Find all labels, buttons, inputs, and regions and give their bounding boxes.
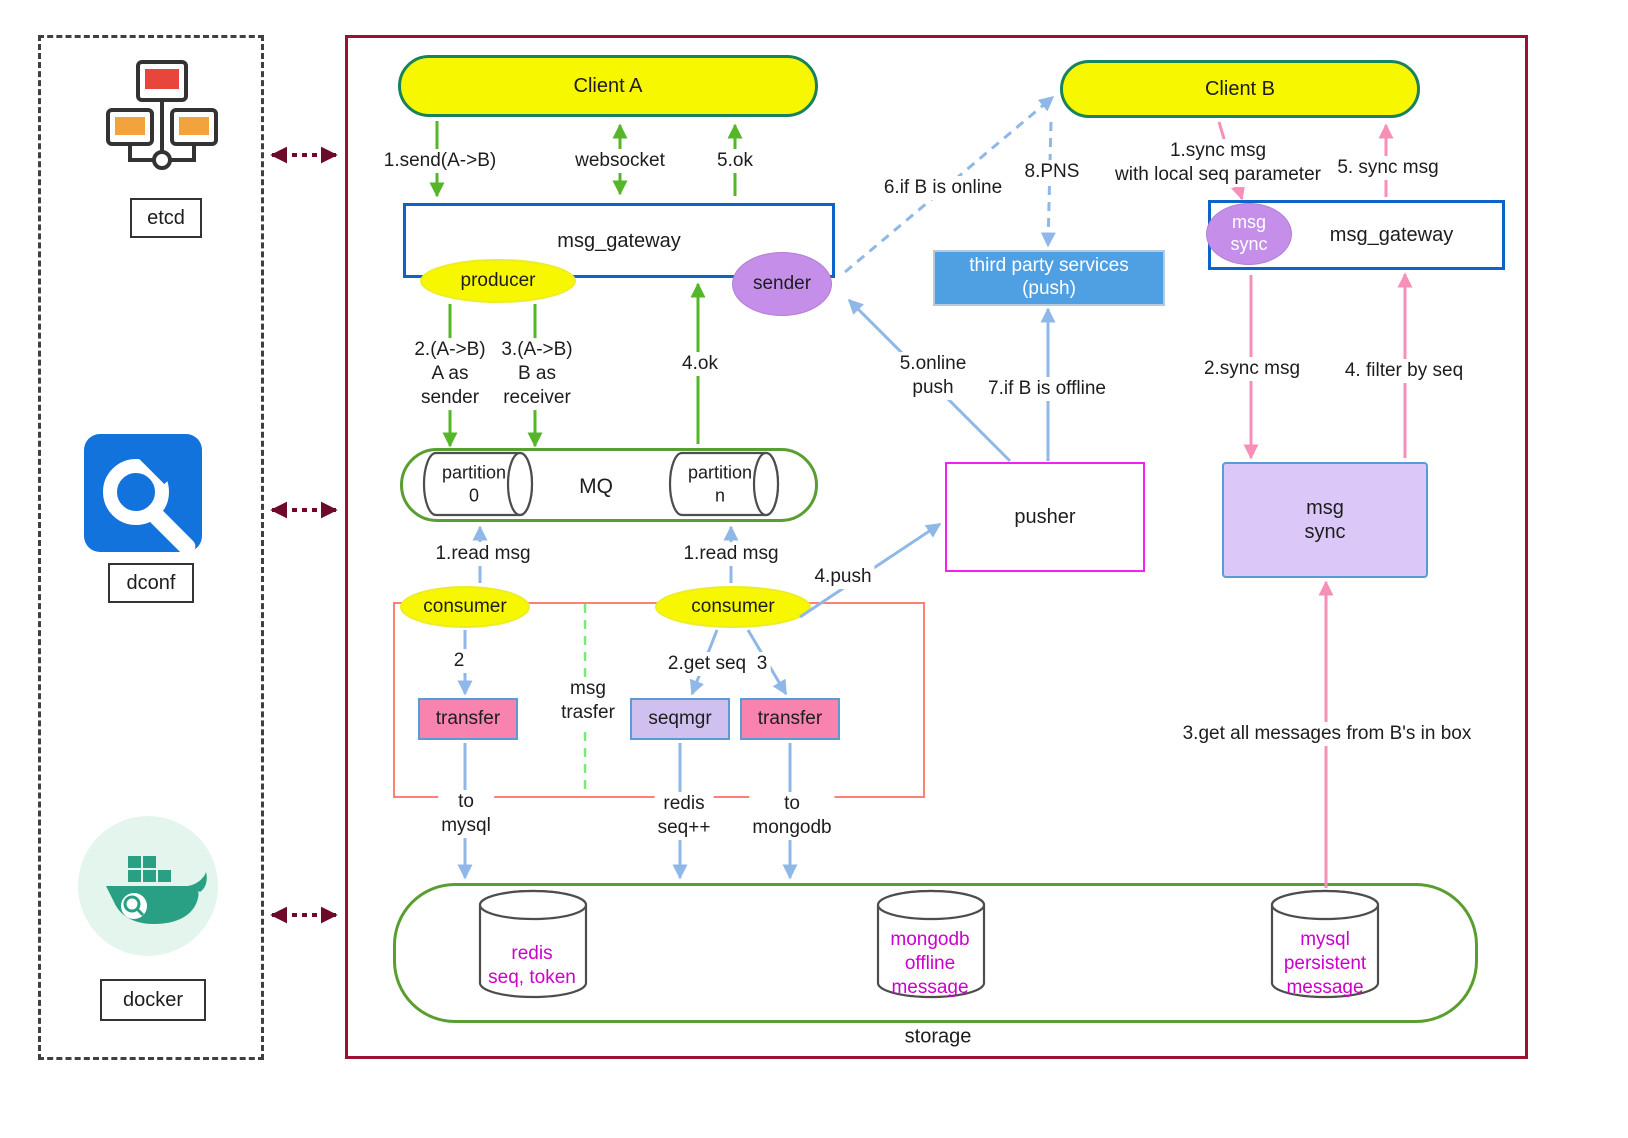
label-ok-5: 5.ok — [714, 149, 756, 173]
docker-label-text: docker — [122, 988, 184, 1011]
label-sync-msg-1: 1.sync msg with local seq parameter — [1112, 139, 1324, 187]
label-pns: 8.PNS — [1021, 160, 1083, 184]
infrastructure-sidebar — [38, 35, 264, 1060]
docker-label: docker — [100, 979, 206, 1021]
sender-node: sender — [732, 252, 832, 316]
consumer-right-label: consumer — [691, 595, 775, 617]
mq-label: MQ — [576, 473, 616, 501]
label-msg-trasfer: msg trasfer — [558, 677, 618, 725]
label-sync-msg-5: 5. sync msg — [1334, 156, 1442, 180]
label-online-push: 5.online push — [896, 352, 970, 400]
consumer-left-node: consumer — [400, 586, 530, 628]
label-redis-seq: redis seq++ — [654, 792, 714, 840]
label-websocket: websocket — [572, 149, 668, 173]
dconf-label: dconf — [108, 563, 194, 603]
redis-db-label: redis seq, token — [488, 943, 576, 988]
producer-label: producer — [460, 269, 536, 291]
mysql-db-label: mysql persistent message — [1283, 929, 1367, 998]
seqmgr-label: seqmgr — [648, 707, 712, 729]
pusher-node: pusher — [945, 462, 1145, 572]
partition-0-label: partition 0 — [441, 462, 507, 505]
main-architecture-frame — [345, 35, 1528, 1059]
label-a-as-sender: 2.(A->B) A as sender — [411, 338, 489, 410]
msg-sync-badge-label: msg sync — [1230, 212, 1268, 254]
producer-node: producer — [420, 259, 576, 303]
msg-sync-badge-node: msg sync — [1206, 203, 1292, 265]
partition-n-label: partition n — [687, 462, 753, 505]
label-send-ab: 1.send(A->B) — [380, 149, 500, 173]
msg-sync-service-label: msg sync — [1304, 497, 1346, 543]
transfer-left-node: transfer — [418, 698, 518, 740]
label-push-4: 4.push — [811, 565, 875, 589]
transfer-right-node: transfer — [740, 698, 840, 740]
label-read-msg-left: 1.read msg — [432, 542, 534, 566]
storage-label: storage — [901, 1024, 975, 1050]
msg-gateway-right-label: msg_gateway — [1329, 224, 1454, 246]
docker-whale-icon — [76, 814, 220, 958]
client-a-label: Client A — [573, 75, 643, 97]
pusher-label: pusher — [1014, 506, 1076, 528]
label-to-mysql: to mysql — [438, 790, 494, 838]
consumer-left-label: consumer — [423, 595, 507, 617]
label-if-b-online: 6.if B is online — [880, 176, 1006, 200]
sender-label: sender — [752, 272, 812, 294]
label-b-as-receiver: 3.(A->B) B as receiver — [498, 338, 576, 410]
mongodb-db-label: mongodb offline message — [890, 929, 970, 998]
label-ok-4: 4.ok — [679, 352, 721, 376]
etcd-label: etcd — [130, 198, 202, 238]
label-filter-by-seq: 4. filter by seq — [1341, 359, 1467, 383]
label-read-msg-right: 1.read msg — [680, 542, 782, 566]
label-get-all-messages: 3.get all messages from B's in box — [1179, 722, 1475, 746]
label-sync-msg-2: 2.sync msg — [1200, 357, 1304, 381]
seqmgr-node: seqmgr — [630, 698, 730, 740]
label-to-mongodb: to mongodb — [749, 792, 835, 840]
label-if-b-offline: 7.if B is offline — [985, 377, 1109, 401]
msg-sync-service-node: msg sync — [1222, 462, 1428, 578]
transfer-right-label: transfer — [757, 707, 823, 729]
dconf-label-text: dconf — [126, 571, 176, 594]
third-party-services-node: third party services (push) — [933, 250, 1165, 306]
label-step-2: 2 — [450, 649, 468, 673]
third-party-services-label: third party services (push) — [969, 255, 1129, 299]
consumer-right-node: consumer — [655, 586, 811, 628]
client-b-node: Client B — [1060, 60, 1420, 118]
client-b-label: Client B — [1204, 78, 1276, 100]
label-get-seq: 2.get seq — [664, 652, 750, 676]
client-a-node: Client A — [398, 55, 818, 117]
etcd-label-text: etcd — [147, 206, 185, 229]
msg-gateway-left-label: msg_gateway — [557, 229, 681, 252]
label-step-3: 3 — [753, 652, 771, 676]
transfer-left-label: transfer — [435, 707, 501, 729]
etcd-cluster-icon — [100, 58, 224, 188]
dconf-wrench-icon — [82, 432, 210, 560]
